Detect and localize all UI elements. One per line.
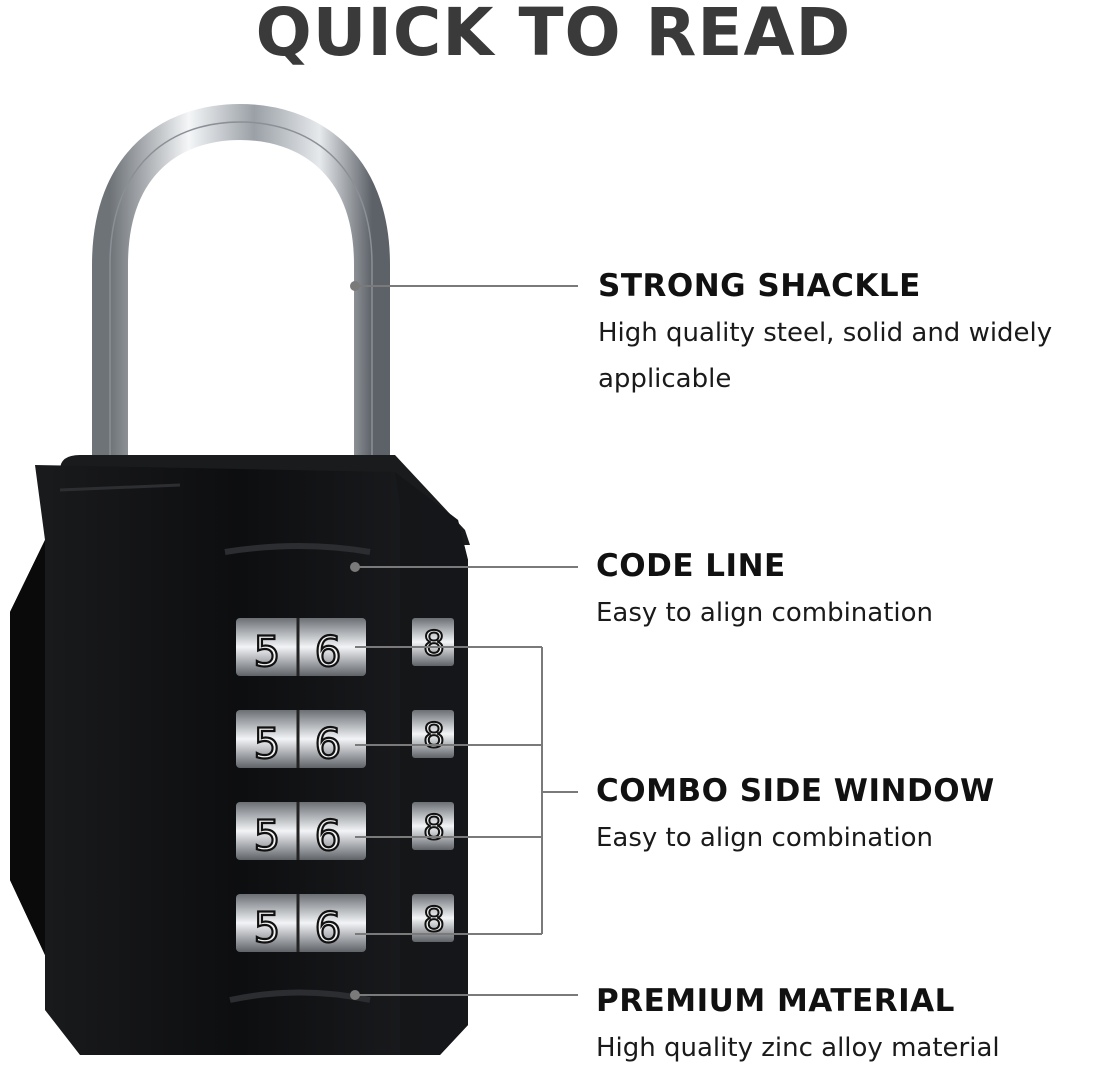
feature-heading: STRONG SHACKLE	[598, 268, 921, 304]
feature-combo-side-window: COMBO SIDE WINDOW Easy to align combinat…	[596, 773, 995, 861]
description-line: Easy to align combination	[596, 598, 934, 628]
feature-strong-shackle: STRONG SHACKLE High quality steel, solid…	[598, 268, 1052, 402]
page-title: QUICK TO READ	[255, 0, 852, 71]
feature-description: High quality steel, solid and widely app…	[598, 310, 1052, 402]
dial-row-3	[236, 802, 366, 860]
feature-heading: CODE LINE	[596, 548, 786, 584]
side-digit: 8	[423, 808, 445, 848]
dial-digit: 5	[254, 719, 281, 768]
dial-row-1	[236, 618, 366, 676]
dial-digit: 6	[315, 627, 342, 676]
feature-heading: PREMIUM MATERIAL	[596, 983, 955, 1019]
description-line: Easy to align combination	[596, 823, 934, 853]
dial-digit: 6	[315, 719, 342, 768]
dial-row-2	[236, 710, 366, 768]
feature-description: High quality zinc alloy material	[596, 1025, 1000, 1071]
feature-heading: COMBO SIDE WINDOW	[596, 773, 995, 809]
shackle	[92, 103, 390, 480]
dial-digit: 5	[254, 903, 281, 952]
side-digit: 8	[423, 716, 445, 756]
dial-digit: 5	[254, 627, 281, 676]
dial-digit: 6	[315, 811, 342, 860]
dial-row-4	[236, 894, 366, 952]
side-digit: 8	[423, 624, 445, 664]
feature-code-line: CODE LINE Easy to align combination	[596, 548, 933, 636]
feature-description: Easy to align combination	[596, 590, 933, 636]
side-window-1	[412, 618, 454, 666]
feature-description: Easy to align combination	[596, 815, 995, 861]
feature-premium-material: PREMIUM MATERIAL High quality zinc alloy…	[596, 983, 1000, 1071]
description-line: High quality zinc alloy material	[596, 1033, 1000, 1063]
dial-digit: 5	[254, 811, 281, 860]
description-line: High quality steel, solid and widely	[598, 318, 1053, 348]
dial-digit: 6	[315, 903, 342, 952]
side-window-4	[412, 894, 454, 942]
callout-lines	[350, 281, 578, 1000]
description-line: applicable	[598, 364, 732, 394]
side-digit: 8	[423, 900, 445, 940]
